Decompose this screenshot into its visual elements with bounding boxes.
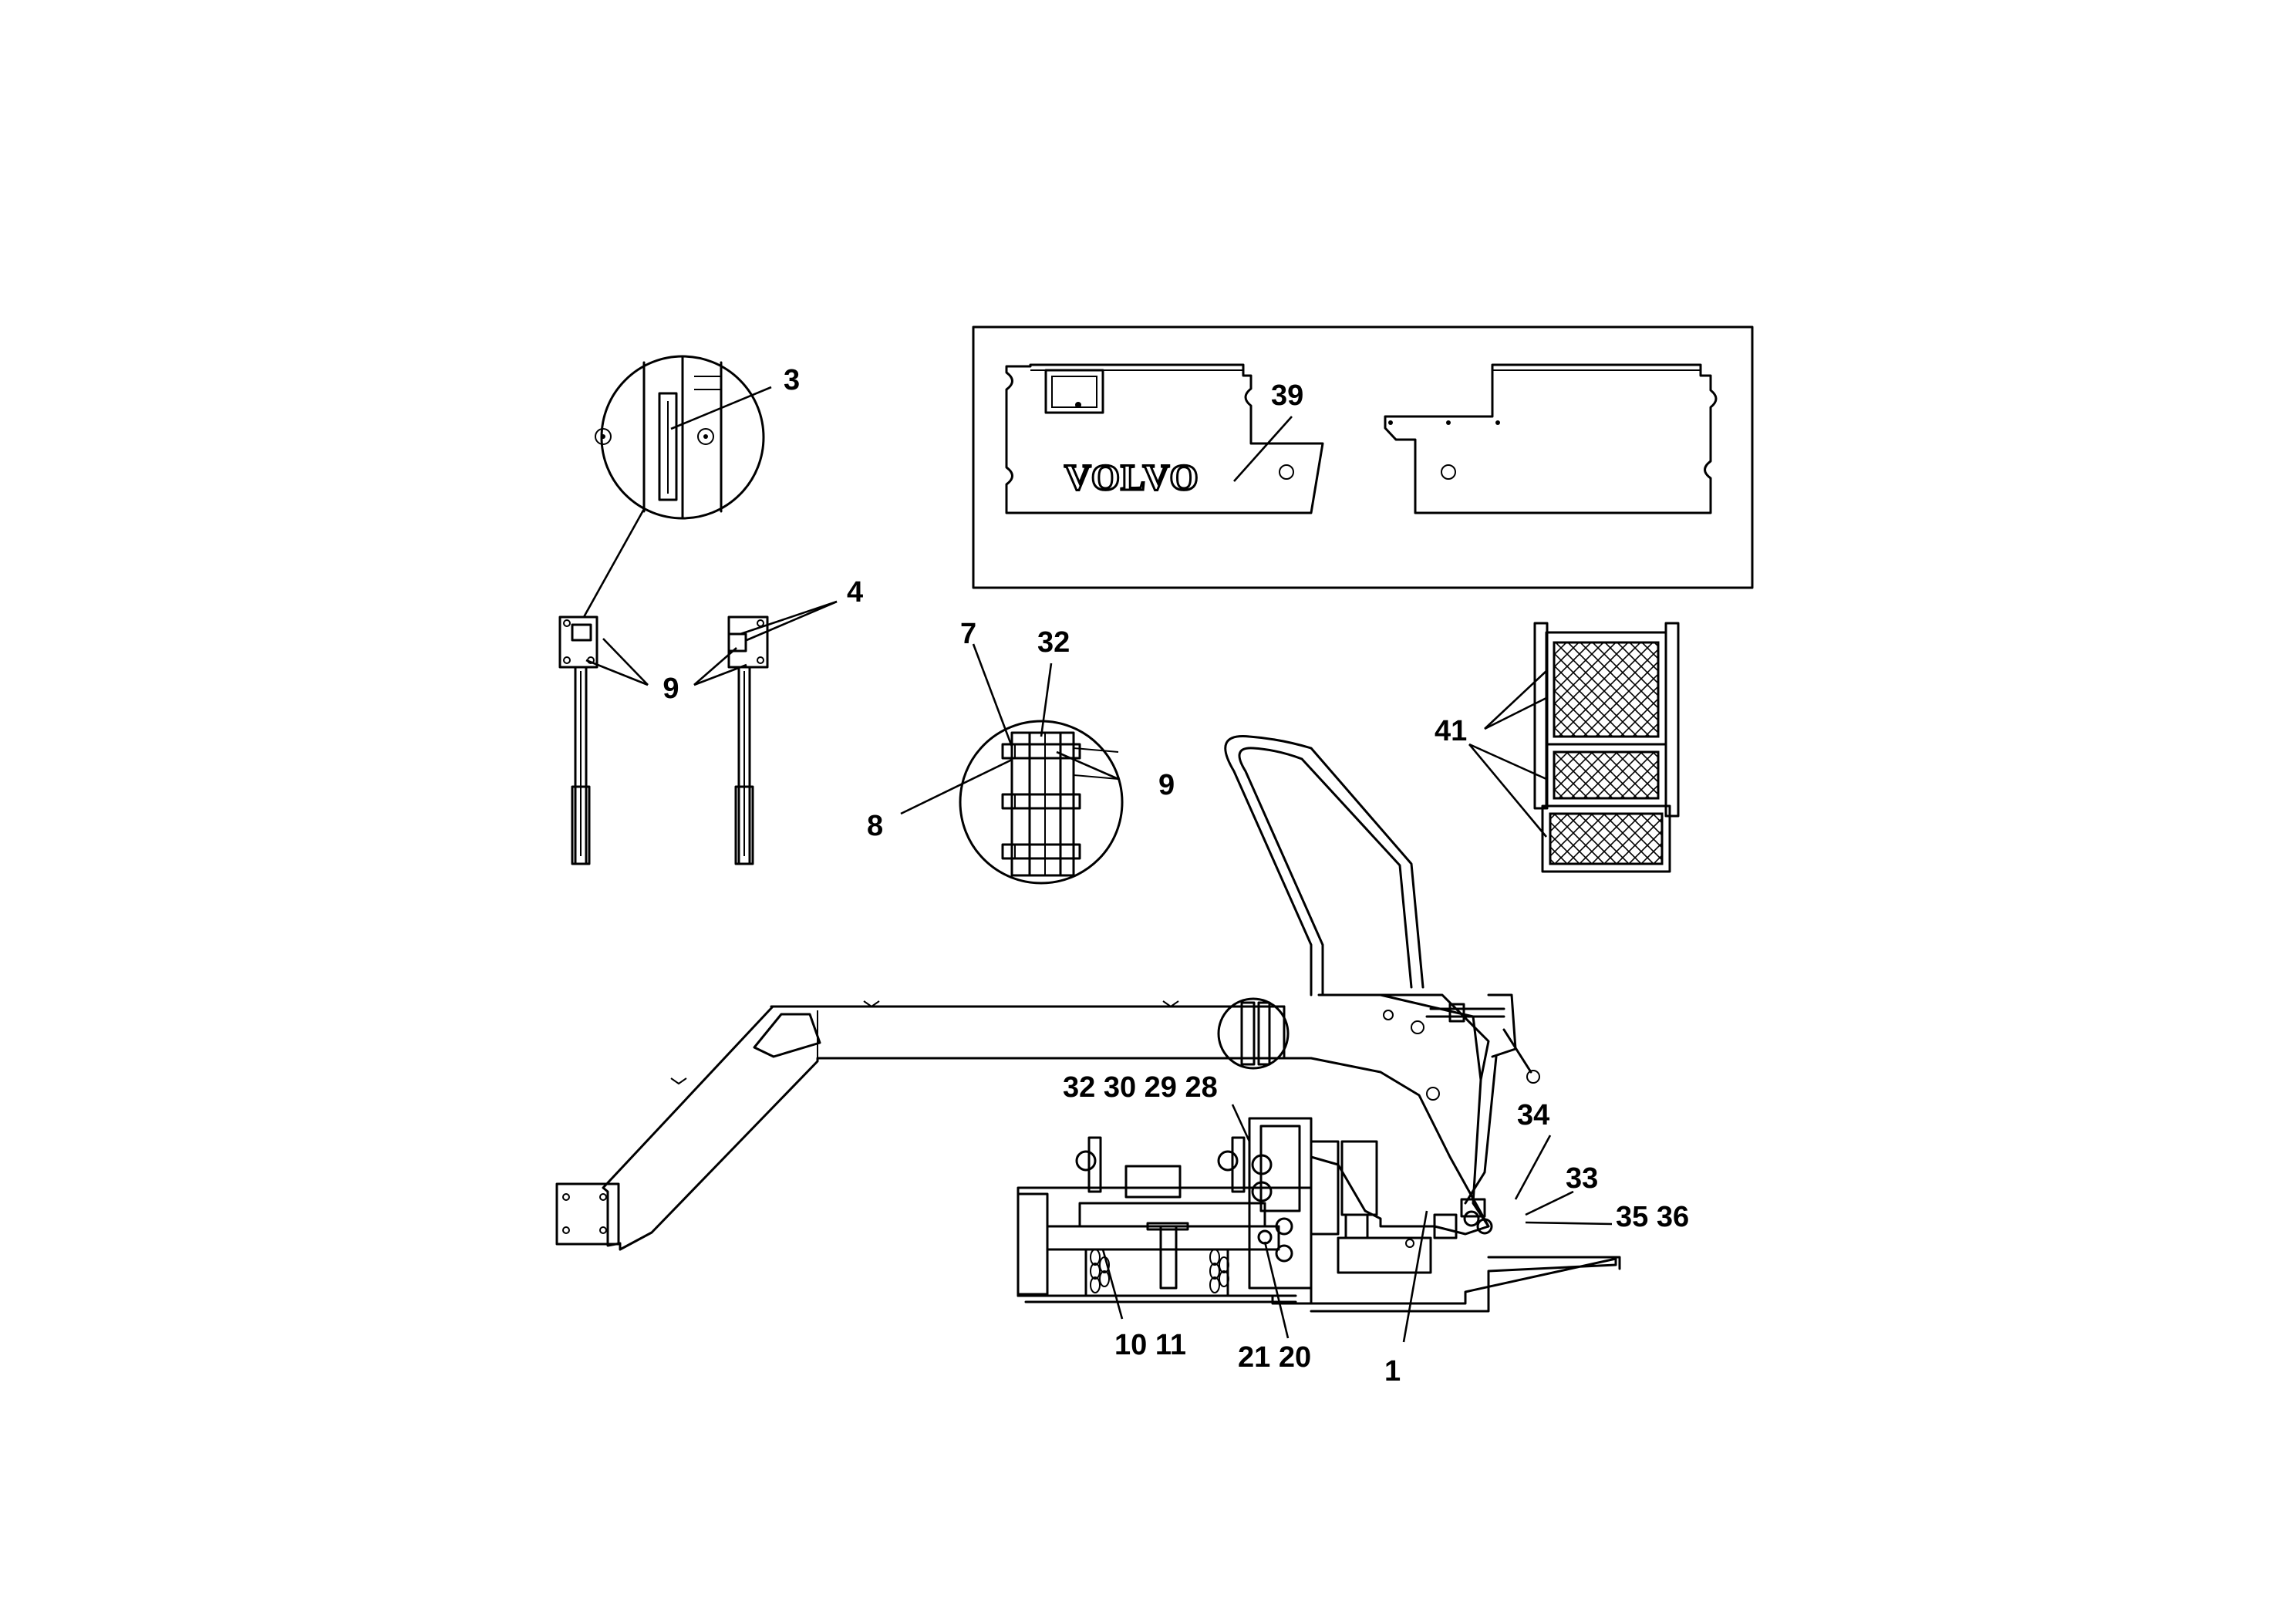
- callout-39: 39: [1271, 379, 1303, 412]
- callout-8: 8: [867, 810, 883, 842]
- callout-labels: 3 4 9 7 32 8 9 39 41 32 30 29 28 34 33 3…: [663, 364, 1689, 1388]
- bolt-set: [1001, 743, 1081, 860]
- callout-9-joint: 9: [1158, 769, 1175, 801]
- bracket-left: [558, 615, 598, 865]
- mesh-tread-top: [1553, 641, 1660, 738]
- extension-arm: [555, 1000, 1286, 1251]
- callout-35-36: 35 36: [1616, 1201, 1689, 1233]
- callout-34: 34: [1517, 1099, 1549, 1131]
- left-side-panel: VOLVO: [1005, 363, 1324, 514]
- mesh-tread-bottom: [1549, 812, 1664, 865]
- mesh-tread-middle: [1553, 750, 1660, 800]
- handrail-hoop: [1224, 735, 1424, 996]
- callout-3: 3: [784, 364, 800, 396]
- detail-view-handrail-joint: [959, 720, 1124, 885]
- callout-9-brackets: 9: [663, 673, 679, 705]
- callout-4: 4: [847, 576, 863, 609]
- leader-lines: [585, 386, 1613, 1343]
- callout-41: 41: [1435, 715, 1467, 747]
- chain-right: [1209, 1249, 1229, 1293]
- callout-21-20: 21 20: [1238, 1341, 1311, 1374]
- callout-33: 33: [1566, 1162, 1598, 1195]
- volvo-logo: VOLVO: [1064, 457, 1199, 498]
- detail-view-mounting: [582, 355, 765, 618]
- callout-32-30-29-28: 32 30 29 28: [1063, 1071, 1218, 1104]
- callout-7: 7: [960, 618, 976, 650]
- main-frame: [1283, 1005, 1490, 1236]
- screed-body: [1017, 1186, 1313, 1305]
- inset-frame: [972, 325, 1754, 589]
- chain-left: [1090, 1249, 1110, 1293]
- callout-32-top: 32: [1037, 626, 1070, 659]
- right-side-panel: [1384, 363, 1718, 514]
- panel-window: [1044, 369, 1104, 414]
- panel-inset: VOLVO: [972, 325, 1754, 589]
- handrail-joint-detail: [1217, 997, 1290, 1070]
- main-assembly: [555, 735, 1621, 1313]
- platform-base: [1310, 1233, 1617, 1313]
- bracket-right: [727, 615, 769, 865]
- callout-1: 1: [1384, 1355, 1401, 1388]
- step-assembly: [1533, 622, 1680, 873]
- callout-10-11: 10 11: [1114, 1329, 1186, 1361]
